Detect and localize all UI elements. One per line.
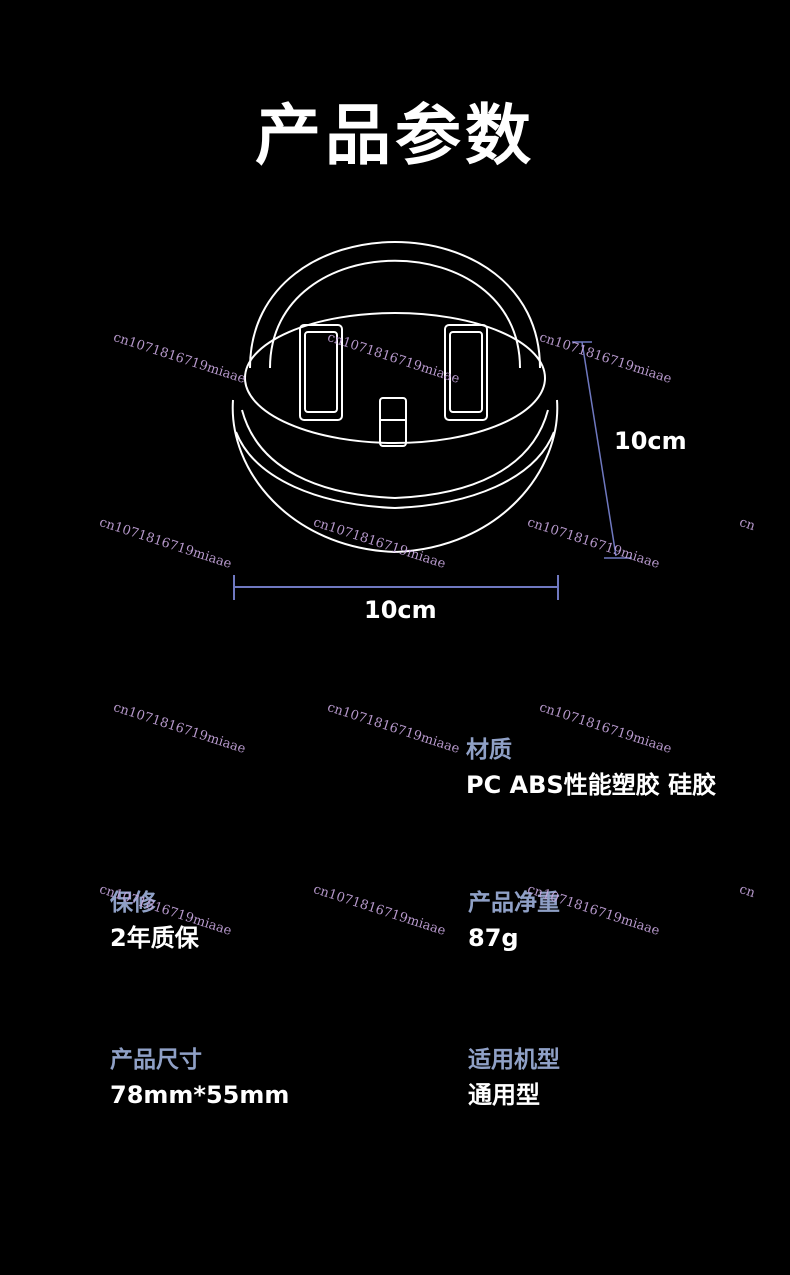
prong-left-inner [304, 331, 338, 413]
spec-warranty-label: 保修 [110, 890, 156, 916]
spec-model: 适用机型 通用型 [468, 1045, 560, 1111]
prong-left [299, 324, 343, 421]
spec-material: 材质 PC ABS性能塑胶 硅胶 [466, 735, 716, 801]
product-band-1 [241, 409, 549, 500]
height-dimension-label: 10cm [614, 427, 687, 455]
watermark: cn [737, 882, 757, 902]
product-handle-inner [269, 259, 521, 369]
product-band-2 [235, 431, 555, 510]
watermark: cn1071816719miaae [325, 700, 462, 757]
spec-model-label: 适用机型 [468, 1047, 560, 1073]
spec-warranty-value: 2年质保 [110, 924, 199, 952]
center-pin [379, 397, 407, 447]
spec-size: 产品尺寸 78mm*55mm [110, 1045, 289, 1111]
product-top-face [244, 312, 546, 444]
product-handle [249, 241, 541, 369]
spec-weight: 产品净重 87g [468, 888, 560, 954]
product-body [231, 399, 559, 554]
spec-warranty: 保修 2年质保 [110, 888, 199, 954]
spec-material-label: 材质 [466, 737, 512, 763]
spec-weight-value: 87g [468, 924, 519, 952]
prong-right-inner [449, 331, 483, 413]
spec-material-value: PC ABS性能塑胶 硅胶 [466, 771, 717, 799]
product-outline-drawing [231, 241, 632, 600]
spec-size-value: 78mm*55mm [110, 1081, 290, 1109]
watermark: cn1071816719miaae [111, 700, 248, 757]
spec-size-label: 产品尺寸 [110, 1047, 202, 1073]
width-dimension-label: 10cm [364, 596, 437, 624]
spec-model-value: 通用型 [468, 1081, 540, 1109]
spec-weight-label: 产品净重 [468, 890, 560, 916]
page-title: 产品参数 [255, 97, 535, 174]
watermark: cn1071816719miaae [311, 882, 448, 939]
height-dimension-line [581, 341, 617, 557]
prong-right [444, 324, 488, 421]
